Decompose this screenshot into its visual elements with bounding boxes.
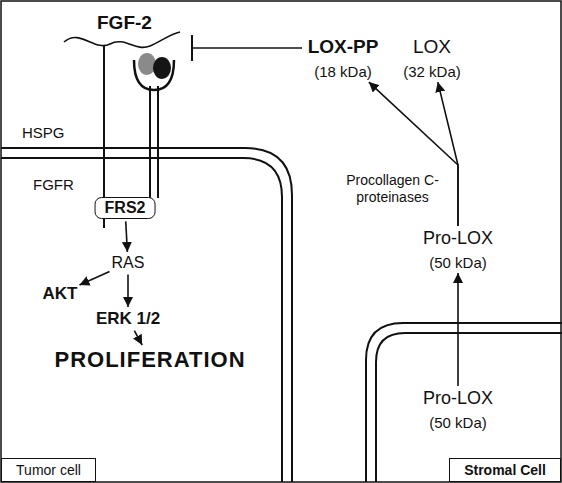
receptor-stalk — [157, 86, 159, 198]
arrow-connector — [457, 273, 459, 386]
cell-membrane — [1, 158, 282, 482]
receptor-stalk — [149, 86, 151, 198]
pathway-term: LOX-PP (18 kDa) — [308, 36, 379, 80]
node-title: PROLIFERATION — [54, 347, 245, 372]
pathway-term: Pro-LOX (50 kDa) — [423, 228, 493, 271]
free-label: FGFR — [33, 176, 74, 194]
node-title: LOX — [403, 36, 461, 58]
arrow-connector — [134, 331, 142, 345]
free-label: FGF-2 — [97, 12, 152, 35]
receptor-head — [134, 60, 174, 90]
hspg-chain — [64, 32, 180, 47]
node-subtitle: (18 kDa) — [308, 63, 379, 80]
pathway-term: ERK 1/2 — [96, 309, 160, 329]
free-label: Procollagen C-proteinases — [335, 172, 450, 206]
arrow-connector — [79, 271, 109, 285]
node-subtitle: (50 kDa) — [423, 414, 493, 431]
node-subtitle: (32 kDa) — [403, 63, 461, 80]
ligand-blob — [138, 53, 156, 75]
label-box: Tumor cell — [1, 458, 96, 482]
pathway-term: PROLIFERATION — [54, 347, 245, 372]
cell-membrane — [366, 323, 562, 482]
node-title: Pro-LOX — [423, 228, 493, 249]
node-title: ERK 1/2 — [96, 309, 160, 329]
free-label: HSPG — [22, 124, 65, 142]
arrow-connector — [369, 82, 458, 226]
ligand-blob — [153, 57, 171, 79]
node-title: Tumor cell — [6, 462, 91, 478]
inhibition-line — [192, 47, 302, 49]
pathway-term: LOX (32 kDa) — [403, 36, 461, 80]
node-title: LOX-PP — [308, 36, 379, 58]
arrow-connector — [127, 274, 129, 307]
arrow-connector — [126, 221, 128, 252]
pathway-term: RAS — [112, 254, 145, 272]
node-title: Stromal Cell — [454, 462, 556, 478]
cell-membrane — [1, 148, 292, 482]
pathway-term: AKT — [43, 284, 78, 304]
pathway-term: Pro-LOX (50 kDa) — [423, 388, 493, 431]
node-subtitle: (50 kDa) — [423, 254, 493, 271]
node-title: FRS2 — [105, 199, 146, 217]
node-title: RAS — [112, 254, 145, 272]
label-box: Stromal Cell — [449, 458, 561, 482]
arrow-connector — [438, 82, 458, 226]
cell-membrane — [376, 333, 562, 482]
node-title: AKT — [43, 284, 78, 304]
node-title: Pro-LOX — [423, 388, 493, 409]
label-box: FRS2 — [95, 197, 156, 219]
inhibition-bar — [191, 35, 193, 61]
